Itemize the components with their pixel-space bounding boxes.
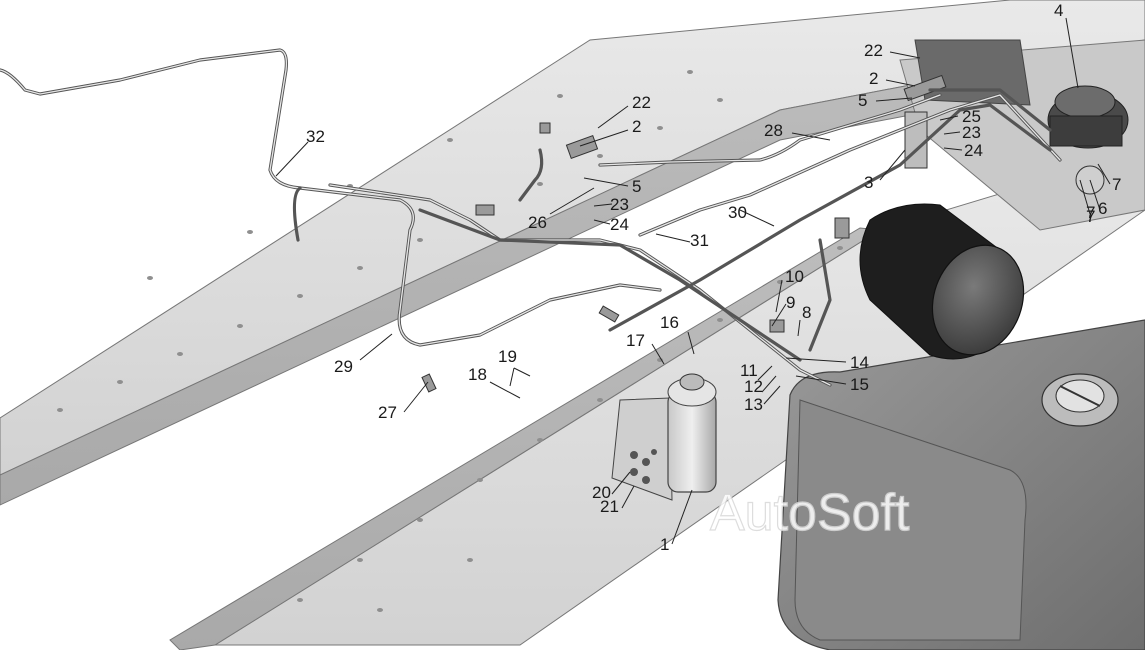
- callout-c12: 12: [744, 377, 763, 396]
- callout-c2a: 2: [869, 69, 878, 88]
- callout-c15: 15: [850, 375, 869, 394]
- callout-c1: 1: [660, 535, 669, 554]
- callout-c17: 17: [626, 331, 645, 350]
- callout-c6: 6: [1098, 199, 1107, 218]
- callout-c30: 30: [728, 203, 747, 222]
- fuel-tank-cap: [1041, 373, 1119, 427]
- callout-c23a: 23: [962, 123, 981, 142]
- callout-c7a: 7: [1112, 175, 1121, 194]
- callout-c28: 28: [764, 121, 783, 140]
- callout-c22a: 22: [864, 41, 883, 60]
- callout-c5b: 5: [632, 177, 641, 196]
- callout-c32: 32: [306, 127, 325, 146]
- callout-c23b: 23: [610, 195, 629, 214]
- callout-c19: 19: [498, 347, 517, 366]
- watermark-text: AutoSoft: [710, 484, 910, 542]
- callout-c24b: 24: [610, 215, 629, 234]
- callout-c7b: 7: [1086, 203, 1095, 222]
- leader-lines: [275, 17, 1111, 545]
- callout-c2b: 2: [632, 117, 641, 136]
- callout-c24a: 24: [964, 141, 983, 160]
- callout-c5a: 5: [858, 91, 867, 110]
- callout-c22b: 22: [632, 93, 651, 112]
- callout-c16: 16: [660, 313, 679, 332]
- callout-c21: 21: [600, 497, 619, 516]
- callout-c9: 9: [786, 293, 795, 312]
- callout-c11: 11: [740, 361, 758, 380]
- callout-c8: 8: [802, 303, 811, 322]
- callout-c10: 10: [785, 267, 804, 286]
- callout-c14: 14: [850, 353, 869, 372]
- callout-c31: 31: [690, 231, 709, 250]
- callout-c29: 29: [334, 357, 353, 376]
- callout-c3: 3: [864, 173, 873, 192]
- air-cylinder-1: [611, 373, 717, 501]
- callout-c18: 18: [468, 365, 487, 384]
- callout-c7c: 7: [1086, 207, 1095, 226]
- air-receiver-tank: [859, 203, 1025, 360]
- callout-c13: 13: [744, 395, 763, 414]
- brake-lines: [0, 48, 1062, 387]
- callout-c27: 27: [378, 403, 397, 422]
- callout-c25: 25: [962, 107, 981, 126]
- fuel-tank: [777, 319, 1145, 650]
- callout-c26: 26: [528, 213, 547, 232]
- callout-c20: 20: [592, 483, 611, 502]
- small-parts: [421, 74, 947, 393]
- callout-c4: 4: [1054, 1, 1063, 20]
